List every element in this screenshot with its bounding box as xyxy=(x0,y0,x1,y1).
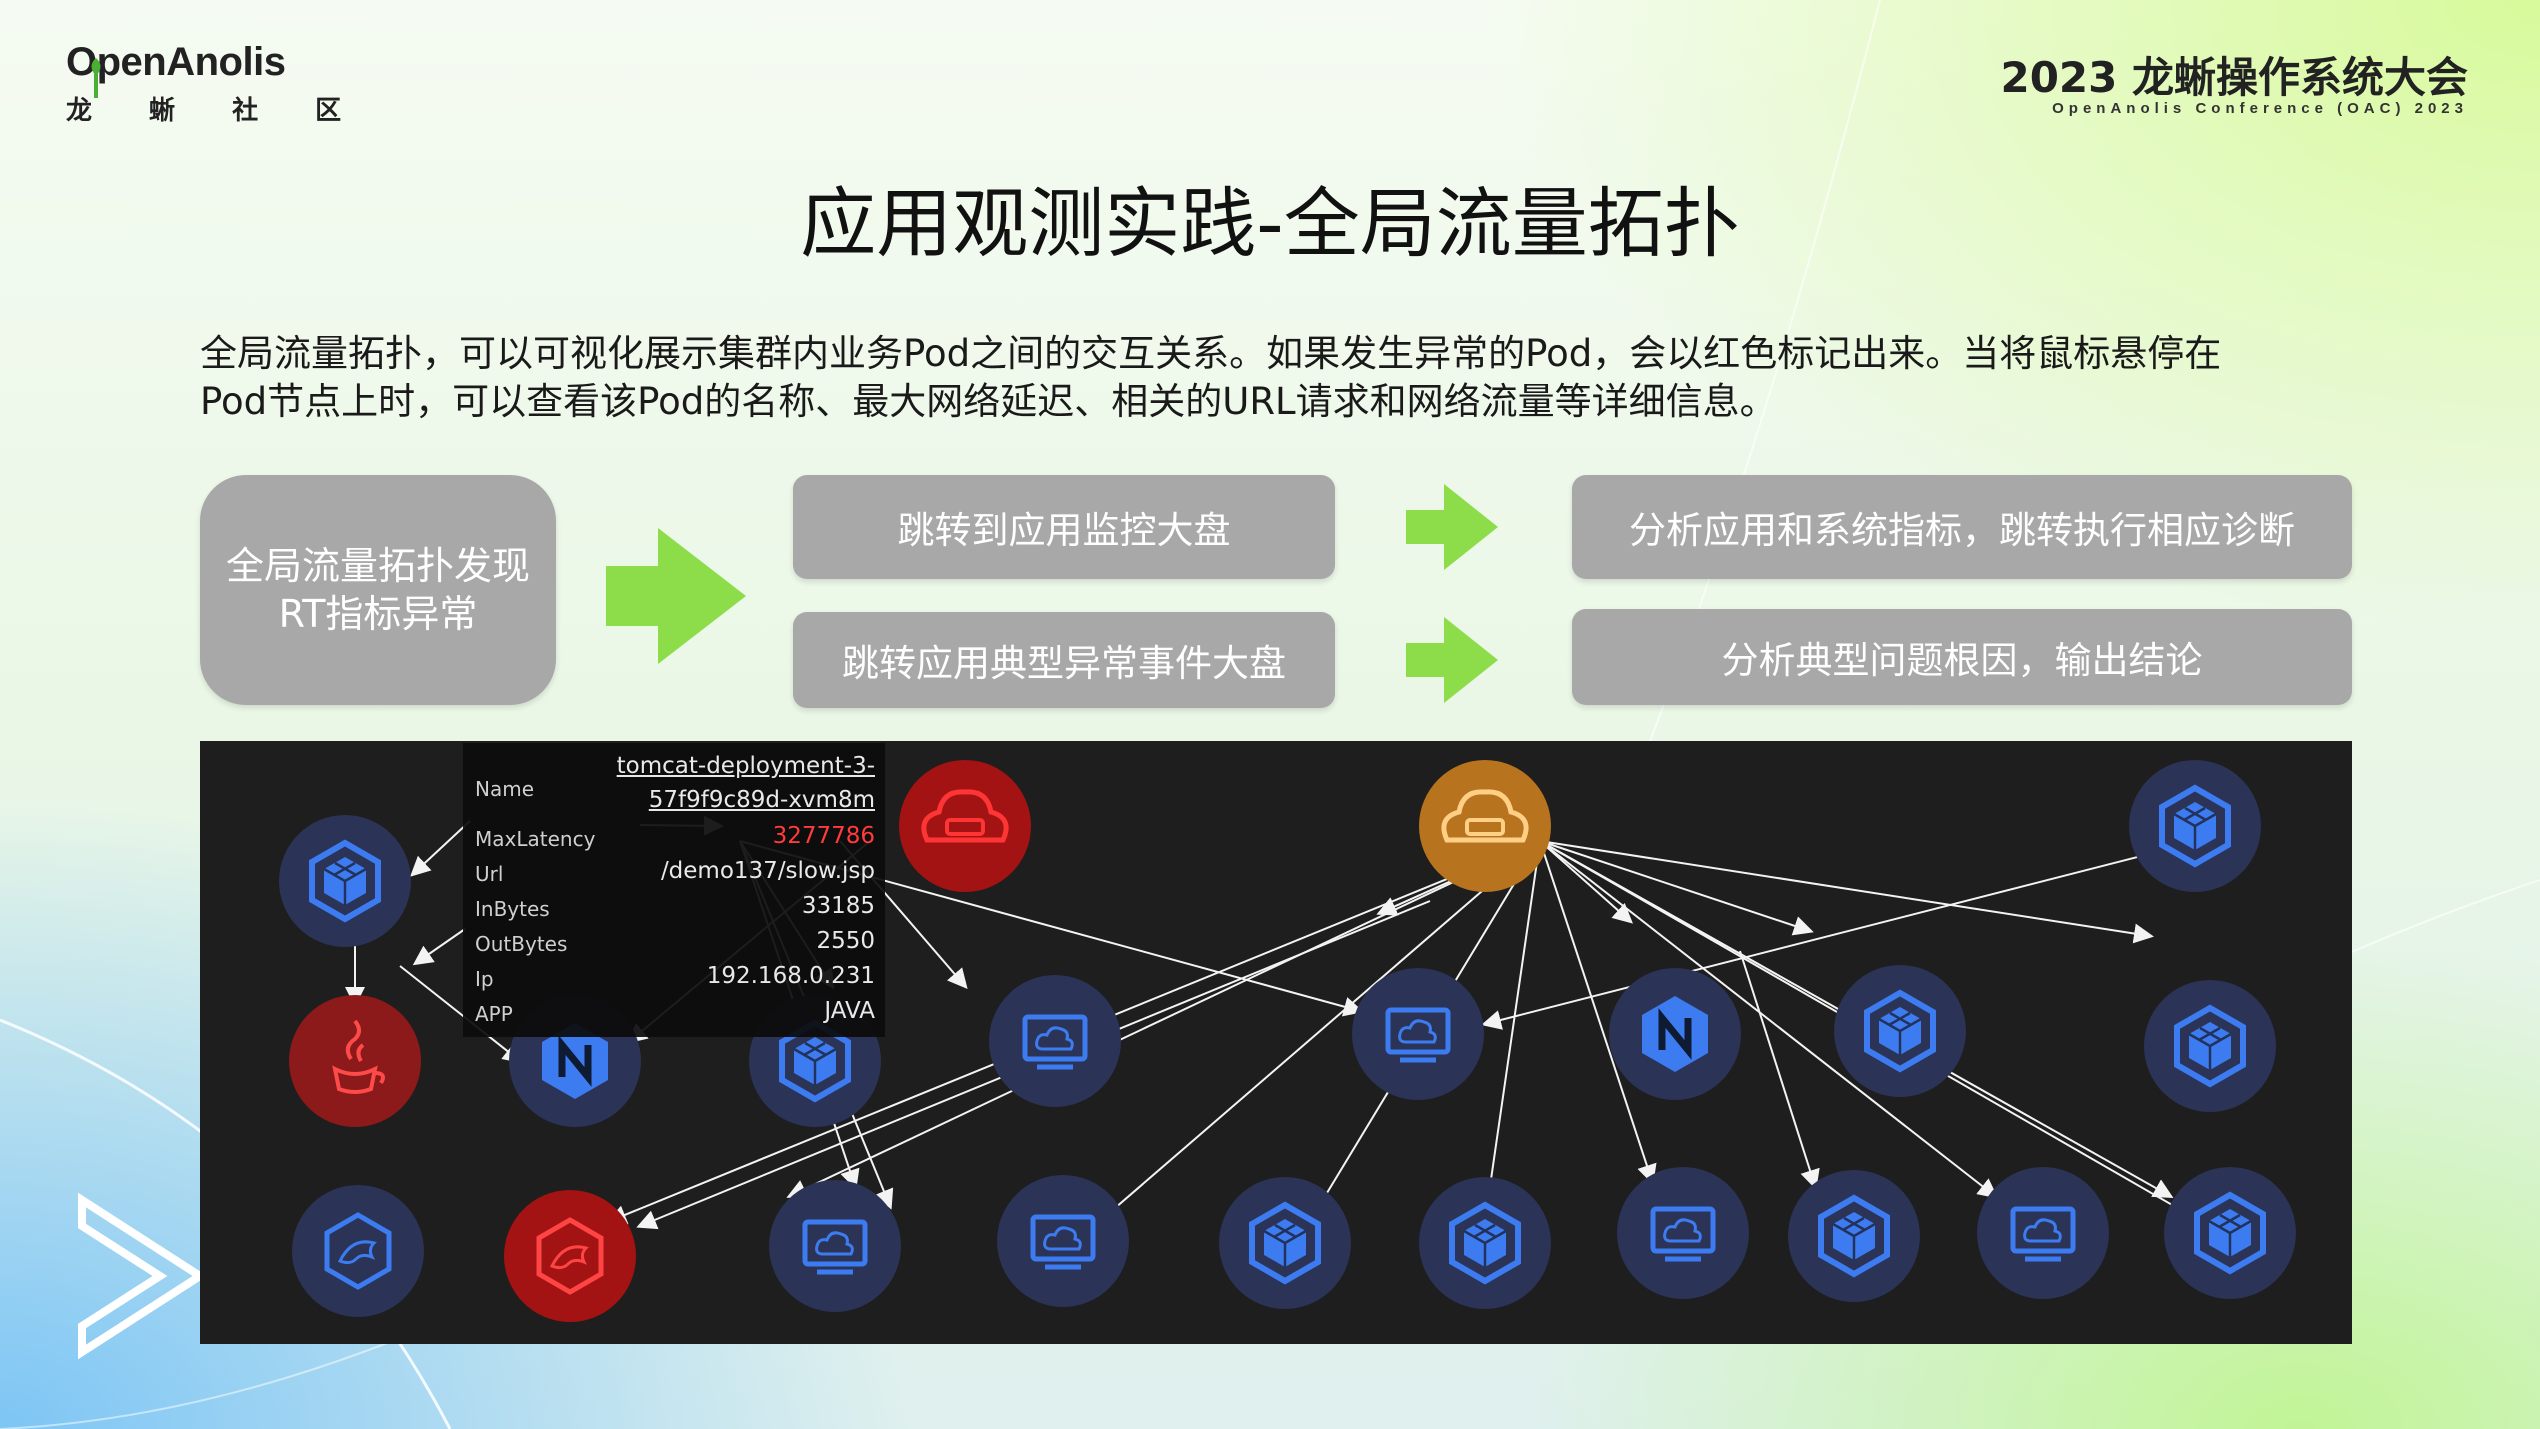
node-monitor-2[interactable] xyxy=(1352,968,1484,1100)
node-cube-6[interactable] xyxy=(1219,1177,1351,1309)
node-mysql-error[interactable] xyxy=(504,1190,636,1322)
tooltip-outbytes-key: OutBytes xyxy=(475,932,568,956)
java-icon xyxy=(332,1019,385,1094)
tooltip-maxlatency-value: 3277786 xyxy=(772,823,875,849)
flow-result-diagnosis: 分析应用和系统指标，跳转执行相应诊断 xyxy=(1572,475,2352,579)
flow-result-root-cause: 分析典型问题根因，输出结论 xyxy=(1572,609,2352,705)
node-cube-topright[interactable] xyxy=(2129,760,2261,892)
tooltip-outbytes-value: 2550 xyxy=(816,928,875,954)
tooltip-url-key: Url xyxy=(475,862,504,886)
node-nginx-2[interactable] xyxy=(1609,968,1741,1100)
node-cube-8[interactable] xyxy=(1788,1170,1920,1302)
flow-start-box: 全局流量拓扑发现RT指标异常 xyxy=(200,475,556,705)
node-cube-left[interactable] xyxy=(279,815,411,947)
tooltip-inbytes-key: InBytes xyxy=(475,897,550,921)
brand-logo-text: OpenAnolis xyxy=(66,40,286,84)
node-mysql-1[interactable] xyxy=(292,1185,424,1317)
brand-logo: OpenAnolis xyxy=(66,40,286,85)
brand-subtitle: 龙 蜥 社 区 xyxy=(66,96,366,126)
tooltip-url-value: /demo137/slow.jsp xyxy=(660,858,875,884)
tooltip-app-key: APP xyxy=(475,1002,513,1026)
conference-title: 2023 龙蜥操作系统大会 xyxy=(2000,53,2468,102)
pod-tooltip: Name tomcat-deployment-3- 57f9f9c89d-xvm… xyxy=(463,743,885,1037)
node-orange-cloud-gateway[interactable] xyxy=(1419,760,1551,892)
tooltip-ip-key: Ip xyxy=(475,967,494,991)
node-cube-4[interactable] xyxy=(1834,965,1966,1097)
tooltip-name-key: Name xyxy=(475,777,535,801)
description: 全局流量拓扑，可以可视化展示集群内业务Pod之间的交互关系。如果发生异常的Pod… xyxy=(200,330,2360,426)
big-arrow-icon xyxy=(606,528,746,664)
node-monitor-4[interactable] xyxy=(997,1175,1129,1307)
node-red-cloud-gateway[interactable] xyxy=(899,760,1031,892)
node-monitor-1[interactable] xyxy=(989,975,1121,1107)
conference-subtitle: OpenAnolis Conference (OAC) 2023 xyxy=(2052,100,2468,117)
leaf-icon xyxy=(91,58,101,98)
description-line-1: 全局流量拓扑，可以可视化展示集群内业务Pod之间的交互关系。如果发生异常的Pod… xyxy=(200,332,2222,375)
node-monitor-6[interactable] xyxy=(1977,1167,2109,1299)
page-title: 应用观测实践-全局流量拓扑 xyxy=(800,179,1740,268)
tooltip-name-line1[interactable]: tomcat-deployment-3- xyxy=(616,753,875,779)
tooltip-app-value: JAVA xyxy=(824,998,875,1024)
node-cube-5[interactable] xyxy=(2144,980,2276,1112)
tooltip-name-line2[interactable]: 57f9f9c89d-xvm8m xyxy=(648,787,875,813)
description-line-2: Pod节点上时，可以查看该Pod的名称、最大网络延迟、相关的URL请求和网络流量… xyxy=(200,380,1777,423)
traffic-topology-panel[interactable] xyxy=(200,741,2352,1344)
node-monitor-5[interactable] xyxy=(1617,1167,1749,1299)
node-monitor-3[interactable] xyxy=(769,1180,901,1312)
node-java-error[interactable] xyxy=(289,995,421,1127)
tooltip-ip-value: 192.168.0.231 xyxy=(706,963,875,989)
node-cube-9[interactable] xyxy=(2164,1167,2296,1299)
arrow-right-icon xyxy=(1406,617,1498,703)
tooltip-maxlatency-key: MaxLatency xyxy=(475,827,596,851)
node-cube-7[interactable] xyxy=(1419,1177,1551,1309)
tooltip-inbytes-value: 33185 xyxy=(801,893,875,919)
chevron-decoration xyxy=(78,1192,208,1360)
arrow-right-icon xyxy=(1406,484,1498,570)
flow-step-monitor-dashboard: 跳转到应用监控大盘 xyxy=(793,475,1335,579)
flow-step-event-dashboard: 跳转应用典型异常事件大盘 xyxy=(793,612,1335,708)
